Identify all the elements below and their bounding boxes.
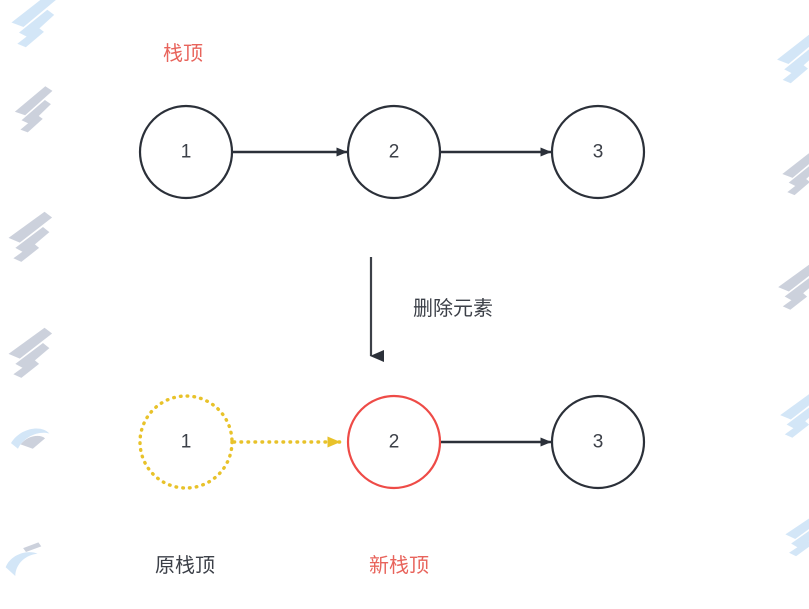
top-row: 1 2 3 — [138, 104, 646, 200]
node-bottom-2-label: 2 — [389, 432, 400, 453]
node-top-2-label: 2 — [389, 142, 400, 163]
node-bottom-1-label: 1 — [181, 432, 192, 453]
watermark-right-upper — [777, 147, 809, 197]
watermark-right-bottom — [781, 510, 809, 558]
watermark-right-top — [771, 30, 809, 86]
node-bottom-2[interactable] — [346, 394, 442, 490]
label-new-stack-top: 新栈顶 — [369, 553, 429, 577]
label-top-stack-top: 栈顶 — [163, 41, 203, 65]
bottom-row: 1 2 3 — [138, 394, 646, 490]
node-top-1-label: 1 — [181, 142, 192, 163]
node-top-1[interactable] — [138, 104, 234, 200]
node-bottom-3-label: 3 — [593, 432, 604, 453]
node-top-3-label: 3 — [593, 142, 604, 163]
transition-label: 删除元素 — [413, 296, 493, 320]
node-bottom-3[interactable] — [550, 394, 646, 490]
label-old-stack-top: 原栈顶 — [155, 553, 215, 577]
transition-group: 删除元素 — [369, 257, 493, 362]
watermark-right-mid — [773, 260, 809, 312]
watermark-left-mid — [3, 210, 62, 264]
node-top-3[interactable] — [550, 104, 646, 200]
watermark-left-lower — [3, 326, 62, 380]
node-bottom-1[interactable] — [138, 394, 234, 490]
watermark-left-upper — [9, 84, 63, 135]
watermark-left-bottom — [10, 428, 50, 449]
watermark-top-left — [5, 0, 68, 50]
node-top-2[interactable] — [346, 104, 442, 200]
watermark-layer — [3, 0, 809, 577]
watermark-right-lower — [775, 388, 809, 440]
watermark-left-foot — [5, 542, 42, 577]
